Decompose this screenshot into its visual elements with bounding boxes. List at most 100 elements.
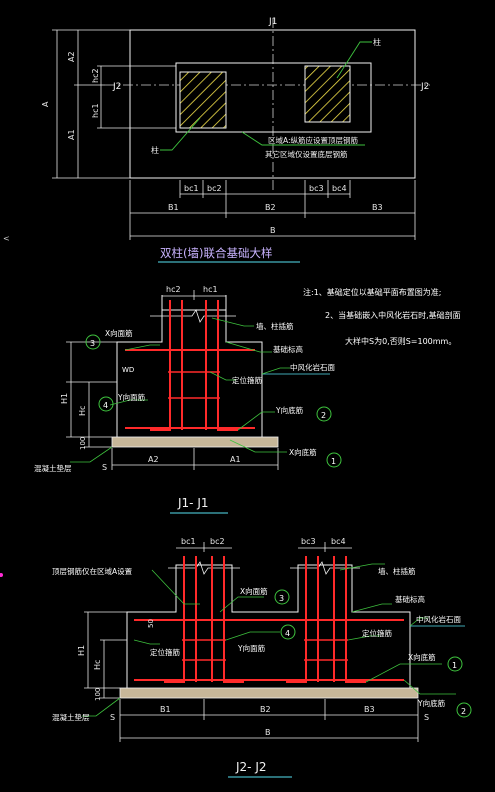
note-line2: 2、当基础嵌入中风化岩石时,基础剖面 (325, 310, 461, 320)
j2-label-lean: 混凝土垫层 (52, 712, 90, 722)
j2-title: J2- J2 (235, 760, 267, 774)
plan-note-line1: 区域A:纵筋应设置顶层钢筋 (268, 135, 359, 145)
j1-dim-h1: H1 (60, 393, 69, 404)
j2-dim-50: 50 (147, 619, 155, 628)
j2-circle-1 (447, 656, 463, 672)
j2-label-y-top: Y向面筋 (237, 643, 266, 653)
j1-lean-concrete (111, 436, 279, 448)
j1-label-x-top: X向面筋 (105, 328, 133, 338)
plan-axis-left-label: J2 (112, 82, 121, 92)
plan-dim-hc1: hc1 (91, 103, 100, 118)
j2-label-x-top: X向面筋 (240, 586, 268, 596)
note-line1: 注:1、基础定位以基础平面布置图为准; (303, 287, 441, 297)
j2-label-locating-left: 定位箍筋 (150, 647, 180, 657)
j1-label-lean: 混凝土垫层 (34, 463, 72, 473)
j2-label-top-elev: 基础标高 (395, 594, 425, 604)
plan-dim-A: A (41, 101, 50, 107)
j2-leaders (82, 563, 456, 717)
plan-leader-right-column (336, 41, 372, 79)
plan-axis-top-label: J1 (268, 17, 277, 27)
plan-dim-bc4: bc4 (332, 184, 347, 193)
plan-view: J1 J2 J2 A A2 A1 hc2 hc1 柱 柱 区域A:纵筋应设置顶层… (41, 17, 430, 263)
j2-dim-100: 100 (94, 688, 102, 701)
j2-dim-bc2: bc2 (210, 537, 225, 546)
j2-circle-1-text: 1 (452, 661, 457, 670)
j1-circle-2 (316, 406, 332, 422)
plan-dim-B2: B2 (265, 203, 276, 212)
plan-label-column-right: 柱 (373, 37, 381, 47)
j1-label-wc: WD (122, 366, 134, 374)
j1-label-rock: 中风化岩石面 (290, 362, 335, 372)
j1-circle-1 (326, 452, 342, 468)
plan-dim-B3: B3 (372, 203, 383, 212)
j2-circle-3-text: 3 (279, 594, 284, 603)
j1-dim-s: S (102, 463, 107, 472)
j1-circle-1-text: 1 (331, 457, 336, 466)
j2-lean-concrete (119, 687, 419, 699)
j1-circle-3-text: 3 (90, 339, 95, 348)
j1-title: J1- J1 (177, 496, 209, 510)
plan-bottom-dims (129, 180, 416, 240)
plan-leader-region (241, 131, 365, 146)
j1-dim-A2: A2 (148, 455, 159, 464)
j2-dim-bc1: bc1 (181, 537, 196, 546)
plan-column-right (304, 65, 351, 123)
plan-column-left (179, 71, 227, 129)
note-line3: 大样中S为0,否则S=100mm。 (345, 336, 456, 346)
j2-label-x-bottom: X向底筋 (408, 652, 436, 662)
j2-circle-2-text: 2 (461, 707, 466, 716)
j2-dim-B1: B1 (160, 705, 171, 714)
j2-label-y-bottom: Y向底筋 (417, 698, 446, 708)
plan-dim-B: B (270, 226, 276, 235)
j1-dim-hc2: hc2 (166, 285, 181, 294)
edge-mark-left: < (3, 234, 10, 243)
j2-circle-2 (456, 702, 472, 718)
plan-dim-bc3: bc3 (309, 184, 324, 193)
j2-dim-s-right: S (424, 713, 429, 722)
plan-leader-left-column (160, 117, 201, 151)
j2-dim-bc3: bc3 (301, 537, 316, 546)
j1-label-locating: 定位箍筋 (232, 375, 262, 385)
j1-footing-outline (116, 309, 263, 437)
j2-label-top-rebar: 顶层钢筋仅在区域A设置 (52, 566, 133, 576)
j2-dim-bc4: bc4 (331, 537, 346, 546)
plan-dim-hc2: hc2 (91, 68, 100, 83)
section-j1: 3 4 2 1 hc2 hc1 墙、柱插筋 基础标高 中风化岩石面 定位箍筋 X… (34, 285, 342, 514)
j2-dim-h: Hc (93, 660, 102, 670)
plan-title: 双柱(墙)联合基础大样 (160, 246, 272, 260)
j2-footing-outline (126, 564, 411, 688)
j1-label-y-bottom: Y向底筋 (275, 405, 304, 415)
plan-dim-A2: A2 (67, 51, 76, 62)
general-notes: 注:1、基础定位以基础平面布置图为准; 2、当基础嵌入中风化岩石时,基础剖面 大… (303, 287, 461, 346)
plan-dim-bc2: bc2 (207, 184, 222, 193)
plan-axis-right-label: J2 (420, 82, 429, 92)
j1-break-mark (150, 309, 236, 323)
j1-rebar (125, 300, 255, 431)
j1-label-x-bottom: X向底筋 (289, 447, 317, 457)
j1-dim-100: 100 (79, 437, 87, 450)
j1-dim-hc1: hc1 (203, 285, 218, 294)
j1-leaders (70, 317, 290, 463)
j2-dim-s-left: S (110, 713, 115, 722)
j2-dims (84, 542, 419, 742)
section-j2: 3 4 1 2 bc1 bc2 bc3 bc4 顶层钢筋仅在区域A设置 X向面筋… (52, 537, 472, 778)
j2-circle-3 (274, 589, 290, 605)
j2-dim-B: B (265, 728, 271, 737)
j2-dim-B3: B3 (364, 705, 375, 714)
plan-region-a (175, 62, 372, 133)
j2-label-rock: 中风化岩石面 (416, 614, 461, 624)
j1-dim-A1: A1 (230, 455, 241, 464)
j2-dim-B2: B2 (260, 705, 271, 714)
j2-circle-4 (280, 624, 296, 640)
j1-circle-3 (85, 334, 101, 350)
j2-circle-4-text: 4 (285, 629, 290, 638)
j1-label-column-rebar: 墙、柱插筋 (256, 321, 294, 331)
plan-foundation-outline (129, 29, 416, 179)
j1-circle-4-text: 4 (103, 401, 108, 410)
plan-dim-A1: A1 (67, 129, 76, 140)
j2-label-locating-right: 定位箍筋 (362, 628, 392, 638)
j2-break-mark-left (168, 561, 240, 575)
j1-circle-4 (98, 396, 114, 412)
j2-label-column-rebar: 墙、柱插筋 (378, 566, 416, 576)
